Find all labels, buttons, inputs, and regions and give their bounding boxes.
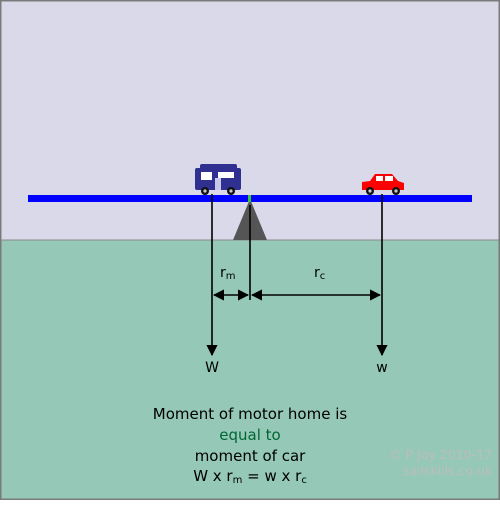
caption-line-2: equal to: [219, 426, 280, 444]
motorhome-icon: [195, 164, 241, 195]
rc-label: rc: [314, 265, 325, 282]
rm-label: rm: [220, 265, 236, 282]
motorhome-weight-label: W: [205, 360, 219, 376]
caption-equation: W x rm = w x rc: [193, 467, 307, 486]
caption-line-3: moment of car: [195, 447, 306, 465]
car-weight-label: w: [376, 360, 387, 376]
pivot-marker: [248, 195, 251, 202]
caption-line-1: Moment of motor home is: [153, 405, 348, 423]
car-icon: [362, 174, 404, 195]
website-text: sailskills.co.uk: [403, 463, 493, 478]
copyright-text: © P Joy 2010-17: [389, 447, 492, 462]
